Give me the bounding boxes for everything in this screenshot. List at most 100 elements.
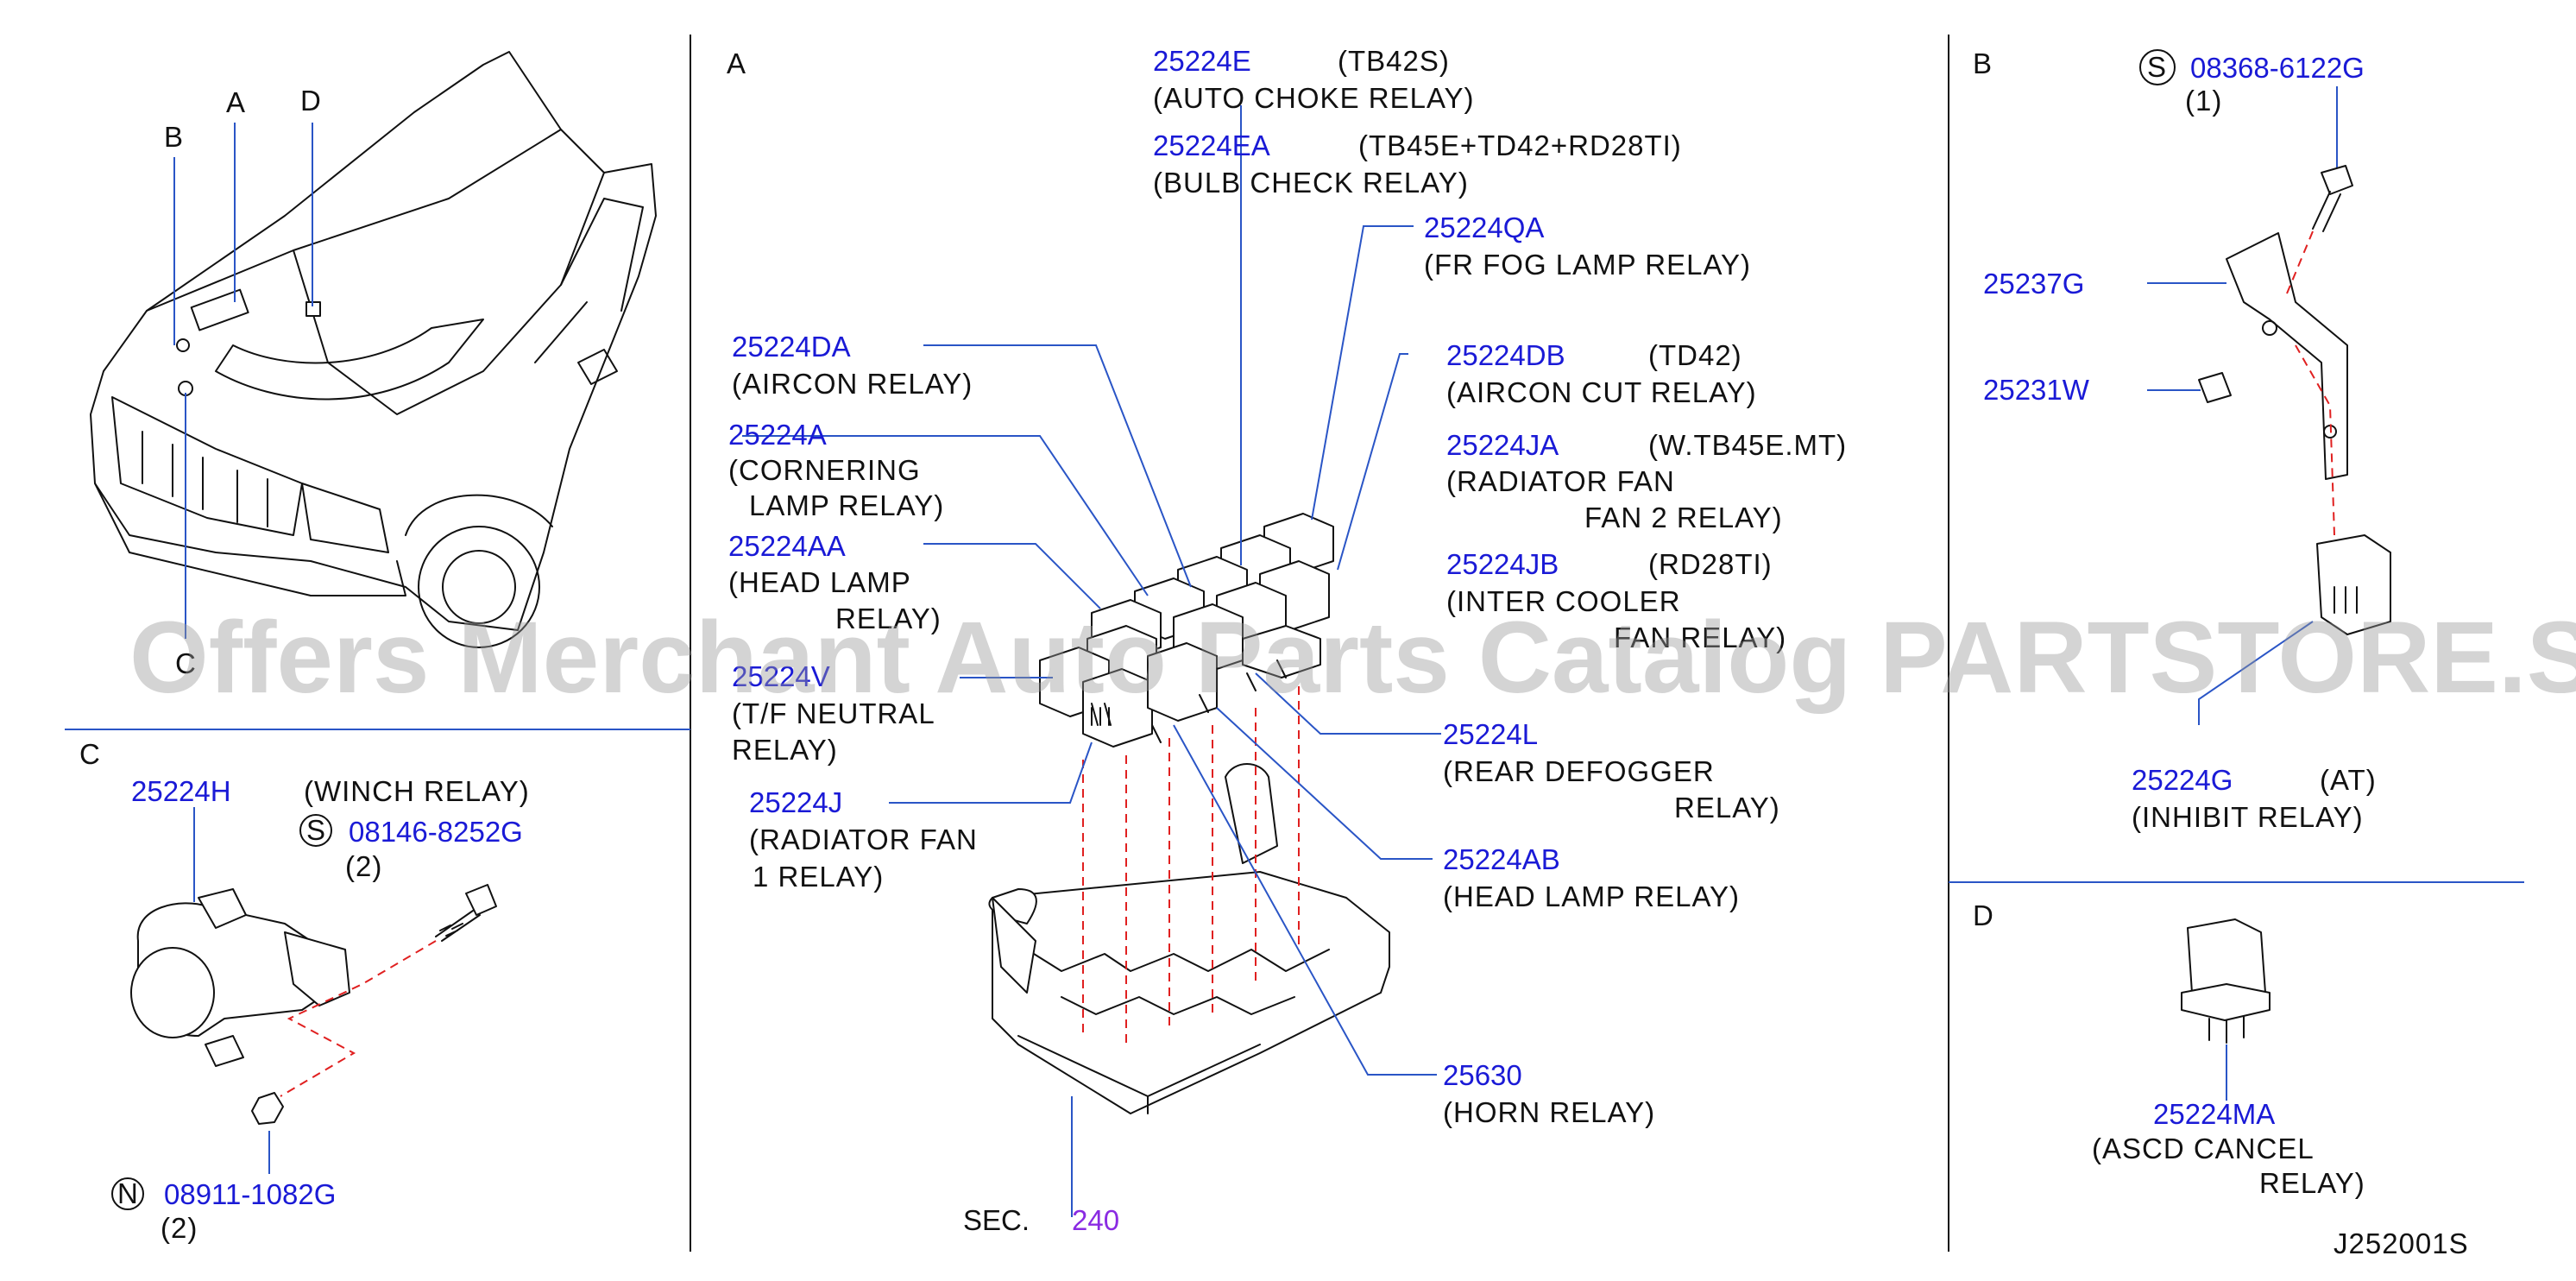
section-a-leaders: [742, 105, 1441, 1217]
svg-text:(T/F NEUTRAL: (T/F NEUTRAL: [732, 697, 935, 729]
svg-text:RELAY): RELAY): [1674, 792, 1780, 824]
svg-text:(INTER COOLER: (INTER COOLER: [1446, 585, 1681, 617]
bolt-symbol-b: S: [2147, 51, 2167, 83]
svg-text:(W.TB45E.MT): (W.TB45E.MT): [1648, 429, 1847, 461]
svg-text:(AIRCON RELAY): (AIRCON RELAY): [732, 368, 973, 400]
frame-dividers: [65, 35, 2524, 1252]
svg-text:RELAY): RELAY): [732, 734, 838, 766]
relay-j: [1082, 668, 1153, 748]
part-number-25224L[interactable]: 25224L: [1443, 718, 1538, 750]
nut-symbol: N: [117, 1177, 139, 1209]
bracket-bolt-drawing: [2321, 165, 2353, 195]
part-number-25224EA[interactable]: 25224EA: [1153, 129, 1270, 161]
vehicle-grille: [111, 396, 303, 536]
section-c-label: C: [79, 738, 101, 770]
clip-25231W: [2198, 372, 2232, 403]
section-d: D 25224MA (ASCD CANCEL RELAY): [1973, 899, 2365, 1199]
bolt-qty: (2): [345, 850, 382, 882]
relay-block-bracket: [1225, 763, 1278, 864]
vehicle-windshield: [534, 198, 644, 363]
winch-dashed-line: [280, 940, 437, 1097]
part-number-25224J[interactable]: 25224J: [749, 786, 842, 818]
part-number-25224G[interactable]: 25224G: [2132, 764, 2233, 796]
part-number-25224DB[interactable]: 25224DB: [1446, 339, 1565, 371]
svg-text:RELAY): RELAY): [835, 603, 942, 634]
svg-text:(TD42): (TD42): [1648, 339, 1742, 371]
section-b-label: B: [1973, 47, 1993, 79]
vehicle-hood-lines: [146, 129, 605, 415]
sec-ref-240[interactable]: 240: [1072, 1204, 1119, 1236]
svg-text:(CORNERING: (CORNERING: [728, 454, 921, 486]
svg-text:1 RELAY): 1 RELAY): [753, 861, 884, 893]
winch-relay-body: [130, 947, 215, 1038]
svg-text:(TB42S): (TB42S): [1338, 45, 1450, 77]
relay-l: [1242, 625, 1321, 678]
relay-dashed-lines: [1082, 686, 1300, 1044]
vehicle-wheel-arch: [405, 494, 553, 536]
part-number-08368-6122G[interactable]: 08368-6122G: [2190, 52, 2365, 84]
part-number-25224JB[interactable]: 25224JB: [1446, 548, 1559, 580]
callout-d: D: [300, 85, 322, 117]
svg-text:(RADIATOR FAN: (RADIATOR FAN: [1446, 465, 1675, 497]
vehicle-overview: A D B C: [90, 51, 657, 679]
svg-text:(RADIATOR FAN: (RADIATOR FAN: [749, 824, 978, 855]
callout-b: B: [164, 121, 184, 153]
part-number-25224AA[interactable]: 25224AA: [728, 530, 846, 562]
part-number-25630[interactable]: 25630: [1443, 1059, 1522, 1091]
svg-text:RELAY): RELAY): [2259, 1167, 2365, 1199]
relay-block-base: [988, 763, 1390, 1114]
svg-text:(HORN RELAY): (HORN RELAY): [1443, 1096, 1655, 1128]
symbol-s-circle-b: [2139, 49, 2176, 85]
bracket-dashed-line: [2286, 230, 2335, 536]
section-a-label: A: [727, 47, 746, 79]
svg-text:(BULB CHECK RELAY): (BULB CHECK RELAY): [1153, 167, 1469, 199]
part-number-25224JA[interactable]: 25224JA: [1446, 429, 1559, 461]
bracket-25237G: [2226, 232, 2348, 480]
ascd-cancel-relay-drawing: [2181, 918, 2271, 1044]
svg-text:(RD28TI): (RD28TI): [1648, 548, 1773, 580]
relay-box-location-a: [190, 288, 249, 331]
bracket-assembly-drawing: [2198, 165, 2391, 635]
svg-text:(FR FOG LAMP RELAY): (FR FOG LAMP RELAY): [1424, 249, 1751, 281]
winch-relay-bracket: [284, 931, 350, 1006]
svg-text:(HEAD LAMP RELAY): (HEAD LAMP RELAY): [1443, 880, 1740, 912]
part-number-25224V[interactable]: 25224V: [732, 660, 830, 692]
svg-text:(ASCD CANCEL: (ASCD CANCEL: [2092, 1133, 2315, 1164]
svg-text:(REAR DEFOGGER: (REAR DEFOGGER: [1443, 755, 1715, 787]
section-d-label: D: [1973, 899, 1994, 931]
svg-text:FAN RELAY): FAN RELAY): [1614, 622, 1786, 653]
part-number-25237G[interactable]: 25237G: [1983, 268, 2084, 300]
vehicle-headlamp: [301, 483, 389, 553]
winch-relay-terminal-top: [198, 888, 247, 929]
symbol-s-circle: [299, 814, 332, 847]
part-number-08146-8252G[interactable]: 08146-8252G: [349, 816, 523, 848]
part-number-25224E[interactable]: 25224E: [1153, 45, 1251, 77]
part-number-25224DA[interactable]: 25224DA: [732, 331, 851, 363]
callout-c: C: [175, 647, 197, 679]
svg-text:LAMP RELAY): LAMP RELAY): [749, 489, 944, 521]
winch-relay-desc: (WINCH RELAY): [304, 775, 530, 807]
part-number-08911-1082G[interactable]: 08911-1082G: [164, 1178, 336, 1210]
vehicle-front-wheel: [418, 526, 540, 648]
svg-text:(INHIBIT RELAY): (INHIBIT RELAY): [2132, 801, 2364, 833]
nut-qty: (2): [161, 1212, 198, 1244]
vehicle-bumper: [94, 483, 406, 596]
symbol-n-circle: [111, 1177, 144, 1210]
sec-label: SEC.: [963, 1204, 1030, 1236]
part-number-25231W[interactable]: 25231W: [1983, 374, 2090, 406]
vehicle-mirror: [577, 349, 618, 385]
winch-relay-terminal-bottom: [205, 1035, 244, 1067]
svg-text:(AUTO CHOKE RELAY): (AUTO CHOKE RELAY): [1153, 82, 1475, 114]
winch-nut-drawing: [251, 1092, 284, 1125]
part-number-25224QA[interactable]: 25224QA: [1424, 211, 1544, 243]
part-number-25224H[interactable]: 25224H: [131, 775, 231, 807]
relay-cluster: [1039, 513, 1334, 748]
winch-bolt-drawing: [435, 884, 497, 942]
callout-a: A: [226, 86, 246, 118]
part-number-25224A[interactable]: 25224A: [728, 419, 827, 451]
svg-text:(AT): (AT): [2320, 764, 2377, 796]
part-number-25224MA[interactable]: 25224MA: [2153, 1098, 2275, 1130]
section-a: A: [727, 45, 1847, 1236]
part-number-25224AB[interactable]: 25224AB: [1443, 843, 1560, 875]
